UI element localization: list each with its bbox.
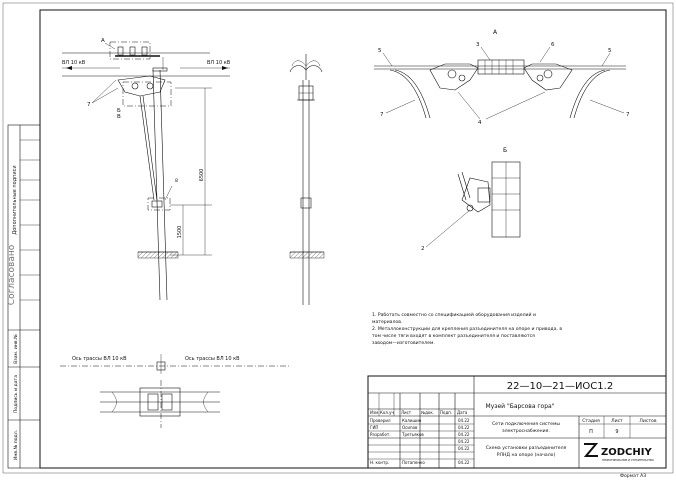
detail-a-callout-7-right: 7 — [626, 112, 630, 118]
tb-section: Сети подключения системы — [492, 421, 560, 427]
elev-callout-b: Б — [117, 108, 121, 114]
outer-frame — [2, 2, 674, 474]
elevation-view: ВЛ 10 кВ ВЛ 10 кВ А Б В 7 — [62, 38, 231, 301]
note-2b: том числе тяги входят в комплект разъеди… — [372, 334, 535, 339]
detail-a-callout-7-left: 7 — [380, 112, 384, 118]
tb-code: 22—10—21—ИОС1.2 — [507, 381, 613, 392]
elev-callout-7: 7 — [87, 102, 91, 108]
notes: 1. Работать совместно со спецификацией о… — [372, 311, 562, 346]
plan-axis-label-right: Ось трассы ВЛ 10 кВ — [185, 356, 240, 362]
side-label-inv-podl: Инв.№ подл. — [13, 430, 19, 460]
tb-project: Музей "Барсова гора" — [486, 403, 555, 410]
tb-date-4: 04.22 — [458, 439, 470, 444]
detail-a-callout-5-right: 5 — [608, 48, 612, 54]
note-2: 2. Металлоконструкции для крепления разъ… — [372, 326, 562, 332]
side-stamp: Дополнительные подписи Согласовано Взам.… — [7, 124, 41, 469]
title-block: 22—10—21—ИОС1.2 Музей "Барсова гора" Сет… — [367, 375, 667, 469]
elev-dim-6500: 6500 — [199, 169, 205, 182]
tb-col-list: Лист — [401, 410, 412, 415]
format-label: Формат А3 — [620, 473, 646, 479]
tb-role-2: ГИП — [370, 425, 378, 430]
elev-line-label-right: ВЛ 10 кВ — [207, 60, 231, 66]
tb-name-3: Третьяков — [401, 432, 424, 437]
tb-date-2: 04.22 — [458, 425, 470, 430]
detail-a-callout-6: 6 — [551, 42, 555, 48]
detail-b-callout-2: 2 — [421, 246, 425, 252]
detail-a-callout-3: 3 — [476, 42, 480, 48]
side-label-soglasovano: Согласовано — [7, 244, 17, 305]
detail-a-callout-4: 4 — [478, 120, 482, 126]
detail-b: Б 2 — [421, 147, 521, 252]
tb-name-1: Калишин — [402, 418, 422, 423]
tb-section-2: электроснабжения. — [502, 428, 550, 434]
tb-hdr-listov: Листов — [639, 418, 656, 424]
side-view — [289, 54, 325, 305]
elev-line-label-left: ВЛ 10 кВ — [62, 60, 86, 66]
tb-logo: ZODCHIY — [601, 447, 652, 458]
elev-callout-a: А — [101, 38, 105, 44]
tb-col-ndok: №док. — [421, 410, 434, 415]
elev-callout-8: 8 — [175, 178, 178, 184]
tb-role-3: Разработ. — [370, 432, 391, 437]
note-2c: заводом—изготовителем. — [372, 341, 435, 346]
detail-b-title: Б — [503, 147, 507, 154]
detail-a-title: А — [493, 29, 498, 36]
detail-a: А 5 3 6 5 7 4 — [374, 29, 630, 126]
plan-view: Ось трассы ВЛ 10 кВ Ось трассы ВЛ 10 кВ — [60, 354, 290, 428]
tb-val-stadiya: П — [589, 429, 593, 435]
elev-dim-1500: 1500 — [177, 226, 183, 239]
elev-callout-v: В — [117, 114, 121, 120]
inner-frame — [39, 9, 667, 469]
tb-date-1: 04.22 — [458, 418, 470, 423]
note-1: 1. Работать совместно со спецификацией о… — [372, 311, 536, 318]
plan-axis-label-left: Ось трассы ВЛ 10 кВ — [72, 356, 127, 362]
side-label-vzam-inv: Взам. инв.№ — [13, 334, 19, 364]
tb-col-podp: Подп. — [440, 410, 452, 415]
tb-date-5: 04.22 — [458, 446, 470, 451]
tb-val-list: 9 — [615, 429, 618, 435]
tb-role-4: Н. контр. — [370, 460, 389, 465]
tb-col-kol: Кол.уч — [380, 410, 394, 415]
tb-role-1: Проверил — [370, 418, 391, 423]
tb-sheet-title-2: РЛНД на опоре (начало) — [497, 452, 556, 458]
zodchiy-logo: ZODCHIY ПРОЕКТИРОВАНИЕ И СТРОИТЕЛЬСТВО — [583, 443, 654, 462]
tb-col-data: Дата — [457, 410, 468, 415]
side-label-podp-data: Подпись и дата — [13, 375, 19, 413]
tb-hdr-list: Лист — [611, 418, 623, 424]
tb-name-2: Осипов — [402, 425, 418, 430]
side-label-dop-podpisi: Дополнительные подписи — [12, 165, 18, 234]
tb-date-3: 04.22 — [458, 432, 470, 437]
tb-hdr-stadiya: Стадия — [582, 418, 600, 424]
tb-col-izm: Изм. — [370, 410, 379, 415]
tb-logo-sub: ПРОЕКТИРОВАНИЕ И СТРОИТЕЛЬСТВО — [602, 458, 654, 462]
tb-sheet-title: Схема установки разъединителя — [486, 445, 567, 451]
tb-name-4: Потапенко — [402, 460, 425, 465]
detail-a-callout-5-left: 5 — [378, 48, 382, 54]
note-1b: материалов. — [372, 320, 402, 325]
tb-date-6: 04.22 — [458, 460, 470, 465]
